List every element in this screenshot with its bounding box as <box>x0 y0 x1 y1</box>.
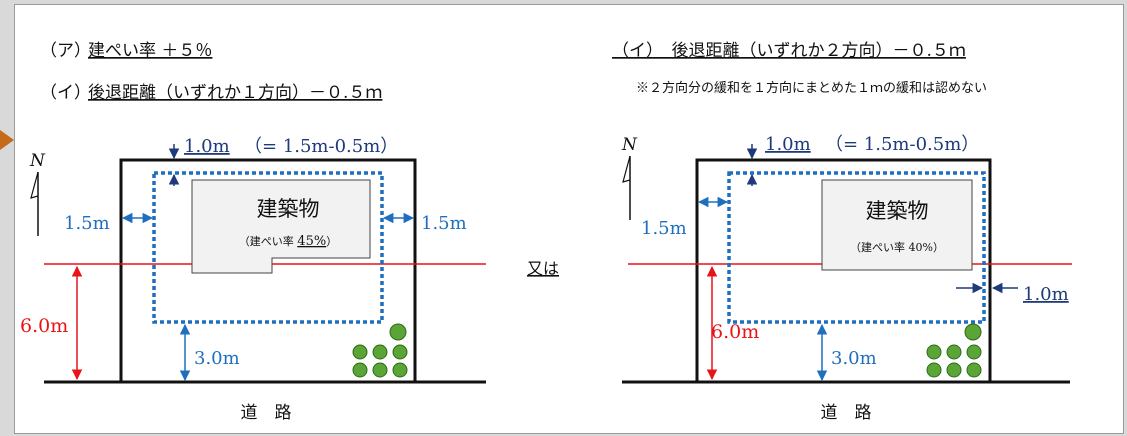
tab-marker <box>0 130 14 150</box>
tree-icons <box>352 323 408 378</box>
north-arrow-icon-right <box>622 155 631 220</box>
top-setback-note: （= 1.5m-0.5m） <box>244 136 398 157</box>
building-footprint-right <box>821 179 973 271</box>
north-label-right: N <box>621 135 638 155</box>
item-a-text: 建ぺい率 ＋５％ <box>88 41 212 61</box>
right-diagram: （イ） 後退距離（いずれか２方向）－０.５ｍ ※２方向分の緩和を１方向にまとめた… <box>612 41 1072 423</box>
setback-boundary <box>152 171 384 324</box>
left-setback-value: 1.5m <box>64 213 110 234</box>
road-label-right: 道 路 <box>821 403 872 423</box>
building-footprint <box>191 179 371 274</box>
coverage-ratio: （建ぺい率 45%） <box>239 234 337 249</box>
right-note: ※２方向分の緩和を１方向にまとめた１ｍの緩和は認めない <box>636 80 987 96</box>
top-setback-note-right: （= 1.5m-0.5m） <box>825 134 979 155</box>
coverage-ratio-suffix: ） <box>326 235 337 248</box>
red-dim-value-right: 6.0m <box>711 321 759 343</box>
coverage-ratio-value: 45% <box>297 234 326 249</box>
right-setback-value: 1.5m <box>421 213 467 234</box>
bottom-setback-value-right: 3.0m <box>831 348 877 369</box>
north-arrow-icon <box>30 171 39 236</box>
road-label: 道 路 <box>241 403 292 423</box>
red-dim-value: 6.0m <box>20 315 68 337</box>
coverage-ratio-right: （建ぺい率 40%） <box>850 240 944 254</box>
building-label-right: 建築物 <box>866 199 929 223</box>
item-i-text: 後退距離（いずれか１方向）－０.５ｍ <box>88 83 382 103</box>
red-dim-label-bg <box>18 312 72 338</box>
bottom-setback-value: 3.0m <box>194 348 240 369</box>
top-setback-value: 1.0m <box>184 136 230 157</box>
building-label: 建築物 <box>257 197 320 221</box>
left-setback-label-bg-right <box>640 214 692 238</box>
tree-icons-right <box>926 323 982 378</box>
north-label: N <box>29 151 46 171</box>
coverage-ratio-prefix: （建ぺい率 <box>239 234 298 248</box>
or-label: 又は <box>527 259 559 278</box>
item-a-label: （ア） <box>40 41 91 61</box>
setback-boundary-right <box>727 171 986 324</box>
item-i-label: （イ） <box>40 83 91 103</box>
top-setback-value-right: 1.0m <box>765 134 811 155</box>
left-diagram: （ア） 建ぺい率 ＋５％ （イ） 後退距離（いずれか１方向）－０.５ｍ N 建築… <box>18 41 486 423</box>
right-setback-value-right: 1.0m <box>1023 284 1069 305</box>
right-title: （イ） 後退距離（いずれか２方向）－０.５ｍ <box>612 41 966 61</box>
left-setback-value-right: 1.5m <box>641 218 687 239</box>
